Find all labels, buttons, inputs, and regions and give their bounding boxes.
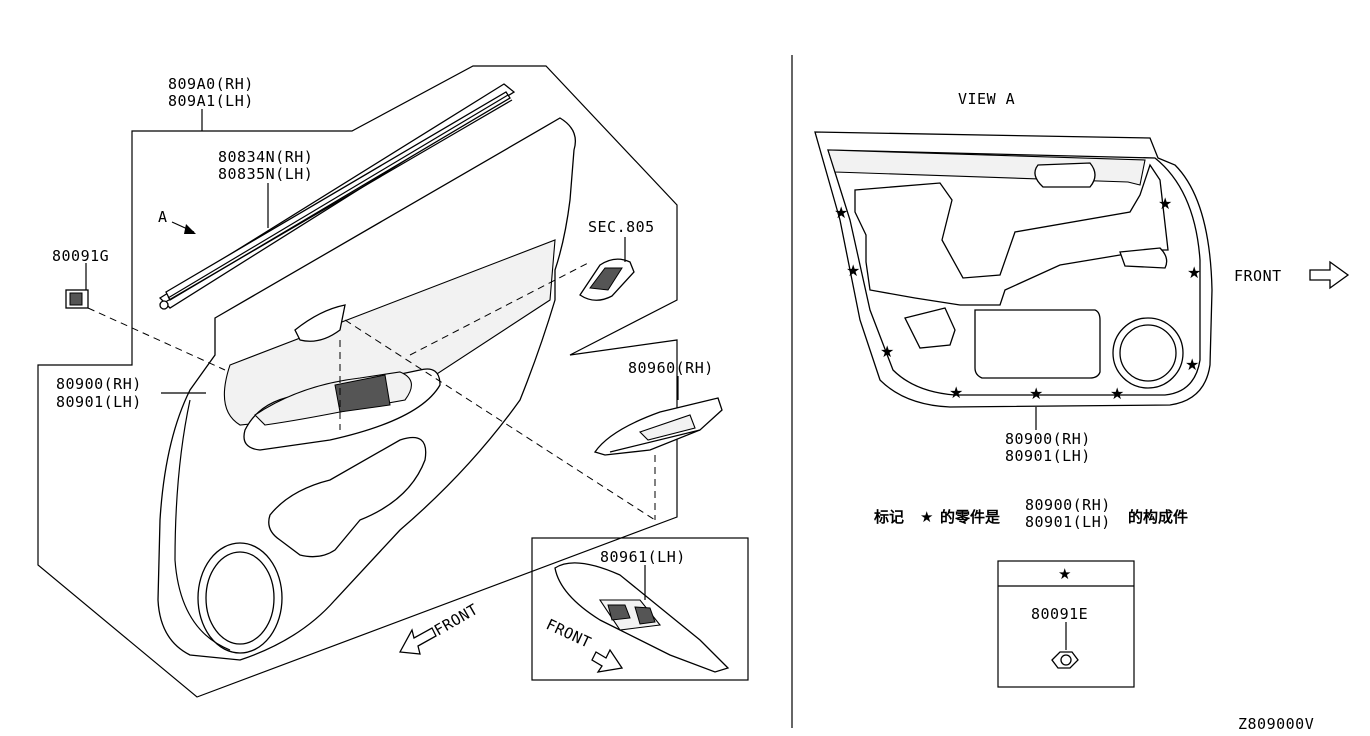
- label-moulding-lh: 80835N(LH): [218, 165, 313, 183]
- front-arrow-right: [1309, 260, 1350, 290]
- diagram-code: Z809000V: [1238, 715, 1314, 733]
- label-view-trim-lh: 80901(LH): [1005, 447, 1091, 465]
- label-front-inset: FRONT: [543, 615, 594, 651]
- star-marker: ★: [880, 342, 894, 361]
- legend-star: ★: [1058, 565, 1071, 583]
- moulding-strip: [158, 83, 516, 310]
- label-switch-rh: 80960(RH): [628, 359, 714, 377]
- view-a-stars: ★ ★ ★ ★ ★ ★ ★ ★ ★: [834, 194, 1201, 403]
- star-marker: ★: [1187, 263, 1201, 282]
- note-part-rh: 80900(RH): [1025, 496, 1111, 514]
- label-front-right: FRONT: [1234, 267, 1282, 285]
- front-arrow-left: [398, 627, 437, 655]
- note-suffix: 的构成件: [1128, 508, 1188, 526]
- front-arrow-inset: [591, 648, 624, 673]
- label-door-trim-lh: 80901(LH): [56, 393, 142, 411]
- label-moulding-rh: 80834N(RH): [218, 148, 313, 166]
- inset-box: [531, 537, 749, 681]
- star-marker: ★: [949, 383, 963, 402]
- star-marker: ★: [1158, 194, 1172, 213]
- star-marker: ★: [1110, 384, 1124, 403]
- star-marker: ★: [846, 261, 860, 280]
- label-finisher-rh: 809A0(RH): [168, 75, 254, 93]
- label-door-trim-rh: 80900(RH): [56, 375, 142, 393]
- view-a-arrow: [171, 221, 196, 234]
- legend-box: [997, 560, 1135, 688]
- label-clip-g: 80091G: [52, 247, 109, 265]
- label-sec-ref: SEC.805: [588, 218, 655, 236]
- label-view-arrow: A: [158, 208, 168, 226]
- label-switch-lh: 80961(LH): [600, 548, 686, 566]
- window-switch-rh: [593, 397, 723, 456]
- label-clip-e: 80091E: [1031, 605, 1088, 623]
- leader-lines-left: [85, 109, 679, 600]
- star-marker: ★: [1029, 384, 1043, 403]
- note-part-lh: 80901(LH): [1025, 513, 1111, 531]
- view-a-panel: [814, 131, 1213, 408]
- door-trim-panel: [157, 117, 577, 661]
- clip-80091g: [65, 289, 89, 309]
- note-middle: 的零件是: [940, 508, 1001, 526]
- label-finisher-lh: 809A1(LH): [168, 92, 254, 110]
- label-view-title: VIEW A: [958, 90, 1015, 108]
- note-star: ★: [920, 508, 933, 526]
- star-marker: ★: [1185, 355, 1199, 374]
- star-marker: ★: [834, 203, 848, 222]
- assembly-boundary: [37, 65, 678, 698]
- label-view-trim-rh: 80900(RH): [1005, 430, 1091, 448]
- note-prefix: 标记: [873, 508, 904, 526]
- inner-handle: [579, 258, 635, 301]
